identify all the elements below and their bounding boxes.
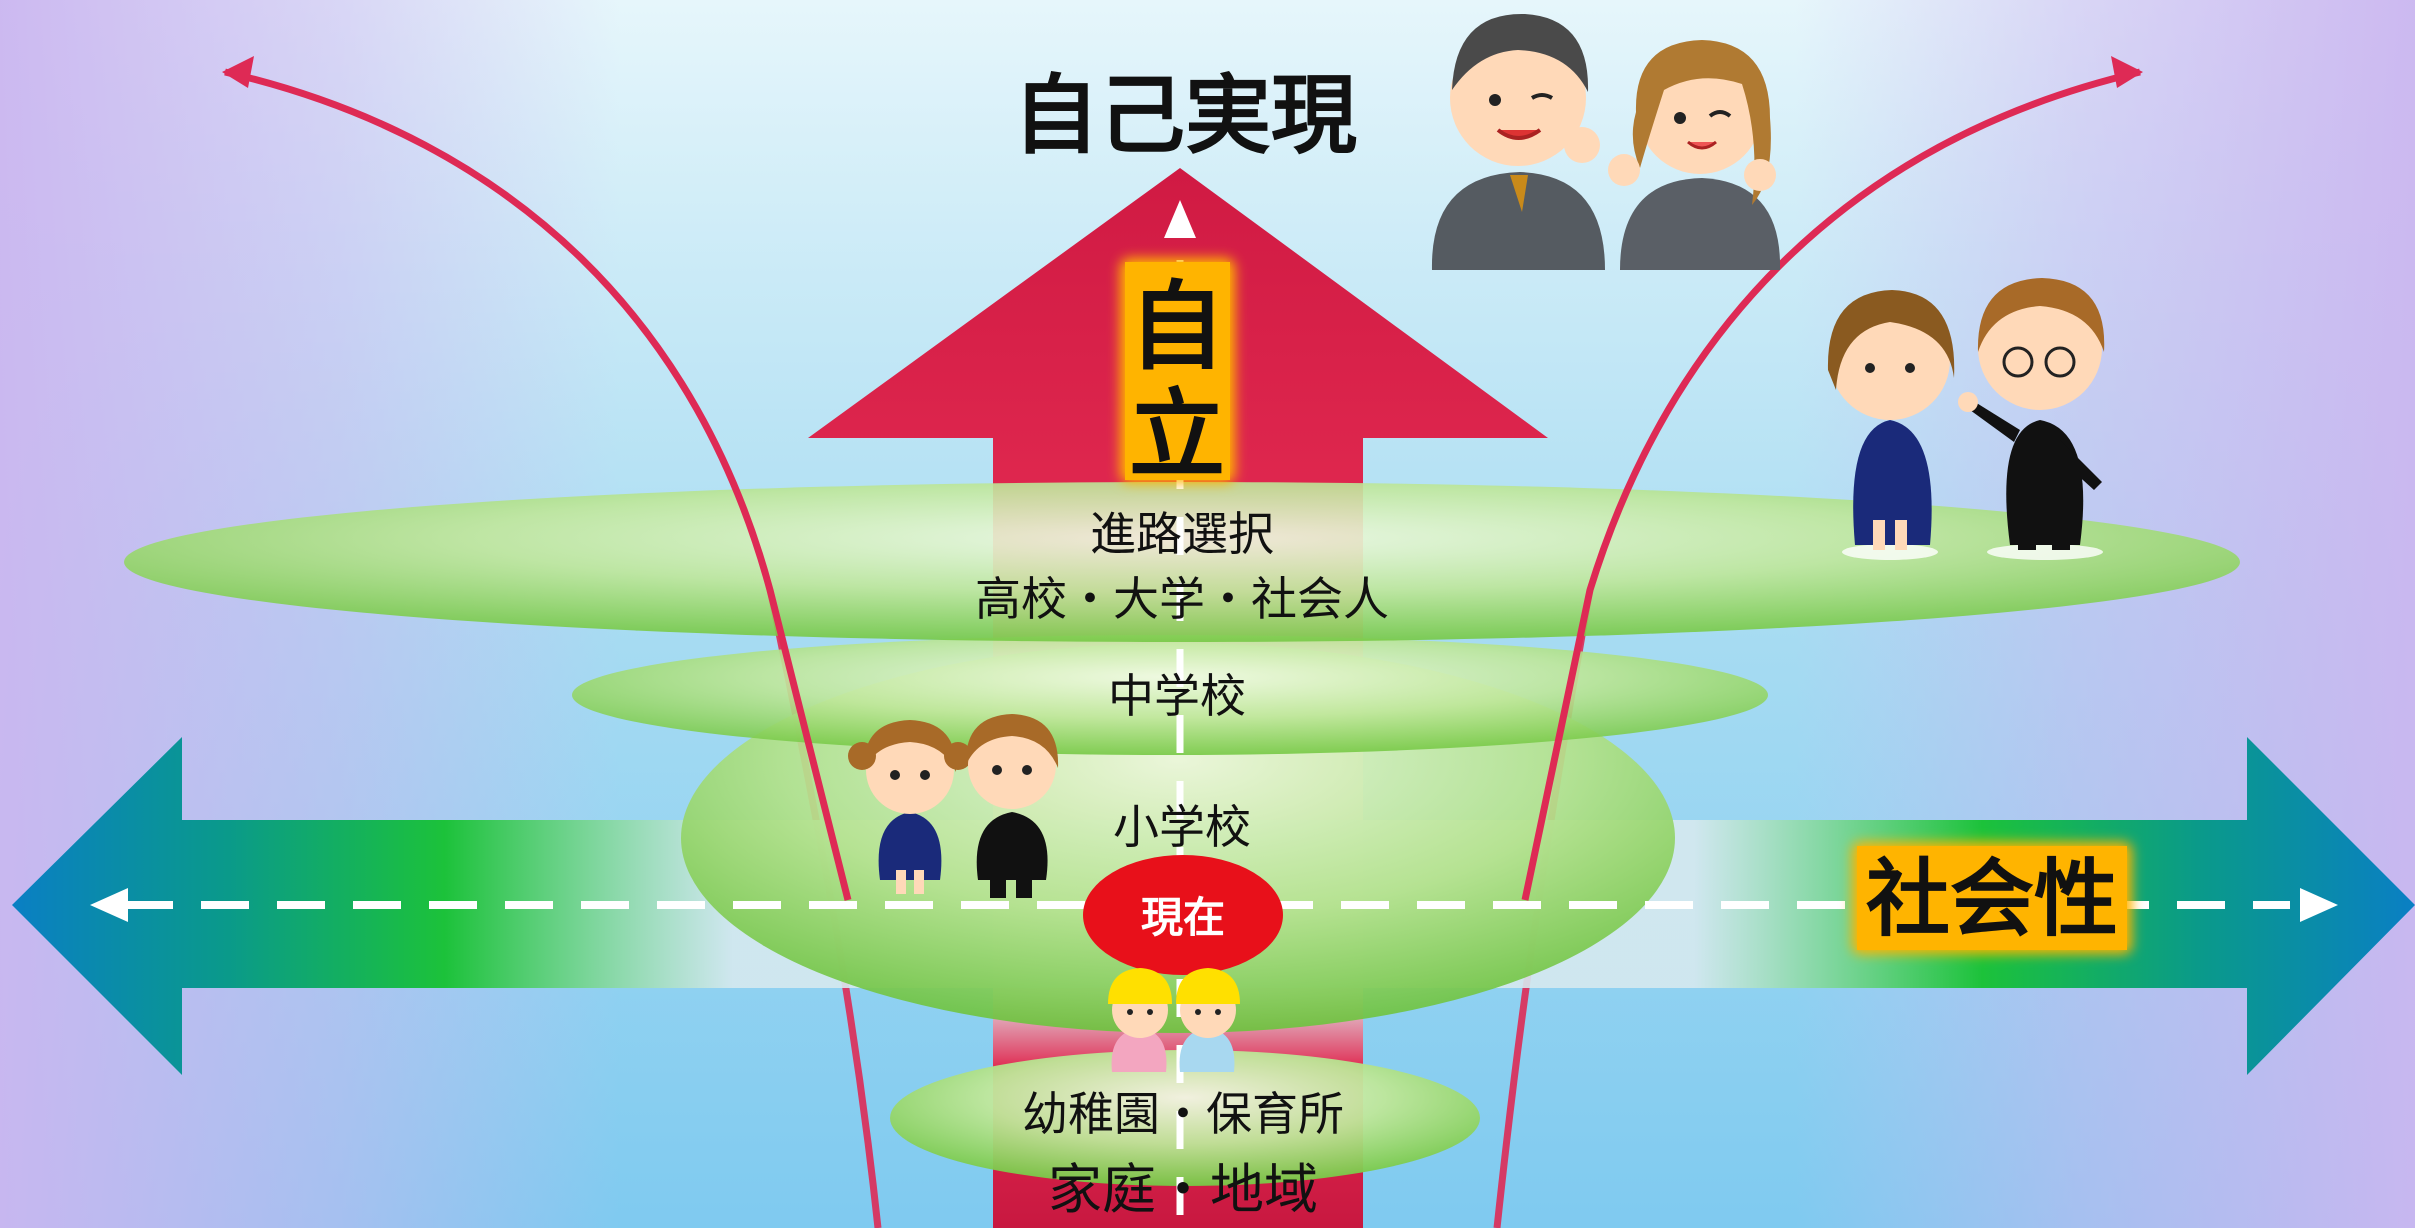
level-ellipse-career (124, 482, 2240, 642)
sociality-label: 社会性 (1852, 842, 2132, 954)
level-ellipse-junior-high (572, 635, 1768, 755)
level-label-elementary: 小学校 (1113, 800, 1251, 854)
independence-label: 自 立 (1120, 258, 1235, 491)
business-couple-icon (1431, 13, 1781, 270)
growth-curve-left-upper (224, 68, 852, 901)
level-label-career-line-1: 進路選択 (1090, 507, 1274, 561)
level-label-kindergarten-line-1: 幼稚園・保育所 (1022, 1087, 1344, 1141)
independence-label-char-2: 立 (1129, 379, 1225, 491)
current-position-marker: 現在 (1083, 855, 1283, 975)
sociality-label-text: 社会性 (1866, 850, 2118, 948)
level-label-junior-high: 中学校 (1108, 669, 1246, 723)
horizontal-axis-arrowhead-right (2300, 888, 2338, 922)
high-school-students-icon (1827, 278, 2105, 560)
kindergarten-children-icon (1108, 968, 1240, 1072)
independence-label-char-1: 自 (1129, 271, 1225, 383)
vertical-axis-arrowhead (1164, 200, 1196, 238)
horizontal-axis-arrowhead-left (90, 888, 128, 922)
level-label-career-line-2: 高校・大学・社会人 (975, 572, 1389, 626)
current-marker-label: 現在 (1141, 893, 1225, 942)
level-ellipse-kindergarten (890, 1050, 1480, 1186)
level-label-kindergarten-line-2: 家庭・地域 (1048, 1158, 1318, 1221)
curve-arrowhead-left (222, 56, 254, 88)
curve-arrowhead-right (2111, 56, 2143, 88)
elementary-students-icon (848, 714, 1059, 898)
page-title: 自己実現 (1013, 66, 1357, 166)
